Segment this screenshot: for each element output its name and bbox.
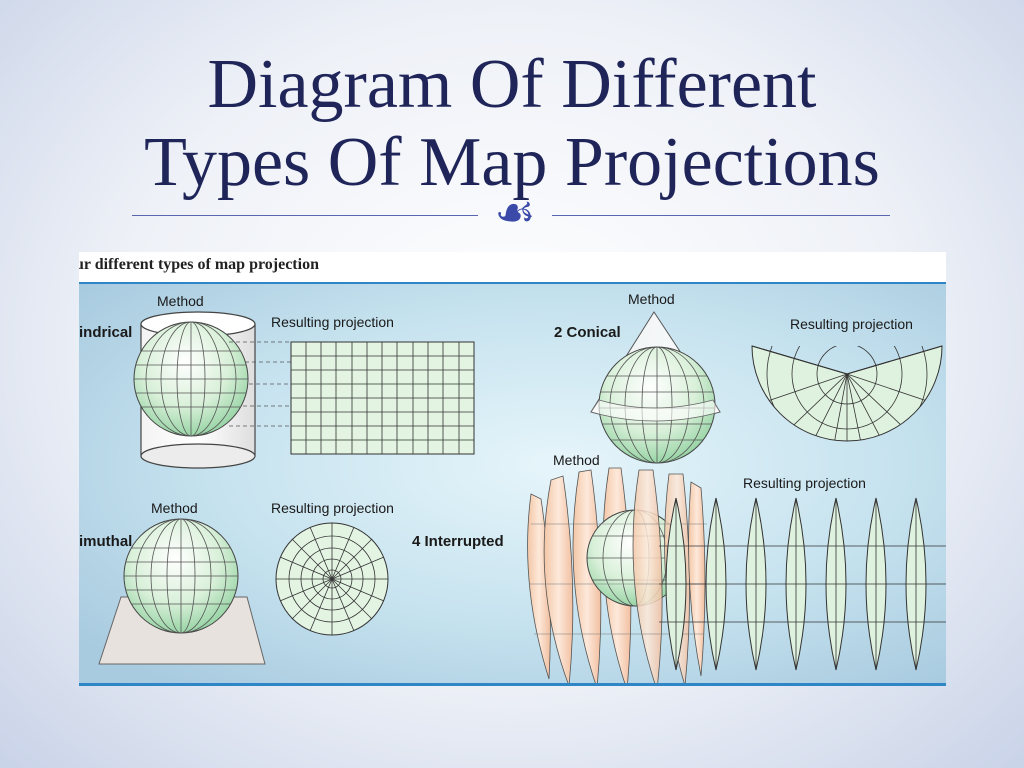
panel-3-method-label: Method	[151, 500, 198, 516]
panel-4-result-label: Resulting projection	[743, 475, 866, 491]
conical-projection-fan	[751, 345, 943, 442]
title-divider-right	[552, 215, 890, 216]
floral-ornament-icon: ☙	[494, 185, 536, 239]
figure-caption-bar: ur different types of map projection	[79, 252, 946, 284]
panel-2-result-label: Resulting projection	[790, 316, 913, 332]
cone-method-illustration	[590, 311, 721, 464]
panel-4-method-label: Method	[553, 452, 600, 468]
interrupted-projection-gores	[659, 497, 946, 671]
figure-bottom-rule	[79, 683, 946, 686]
figure-caption: ur different types of map projection	[79, 256, 319, 273]
projection-figure: ur different types of map projection	[79, 252, 946, 686]
panel-1-result-label: Resulting projection	[271, 314, 394, 330]
panel-2-method-label: Method	[628, 291, 675, 307]
title-line-2: Types Of Map Projections	[144, 124, 880, 201]
azimuthal-method-illustration	[98, 518, 266, 665]
cylindrical-projection-grid	[290, 341, 475, 455]
slide-title: Diagram Of Different Types Of Map Projec…	[60, 46, 964, 202]
cylinder-method-illustration	[133, 311, 291, 469]
projection-diagram: indrical Method Resulting projection	[79, 284, 946, 686]
panel-2-label: 2 Conical	[554, 324, 621, 341]
panel-3-label: imuthal	[79, 533, 132, 550]
panel-4-label: 4 Interrupted	[412, 533, 504, 550]
title-divider-left	[132, 215, 478, 216]
panel-1-label: indrical	[79, 324, 132, 341]
azimuthal-projection-disc	[275, 522, 389, 636]
panel-3-result-label: Resulting projection	[271, 500, 394, 516]
panel-1-method-label: Method	[157, 293, 204, 309]
title-line-1: Diagram Of Different	[207, 46, 817, 123]
